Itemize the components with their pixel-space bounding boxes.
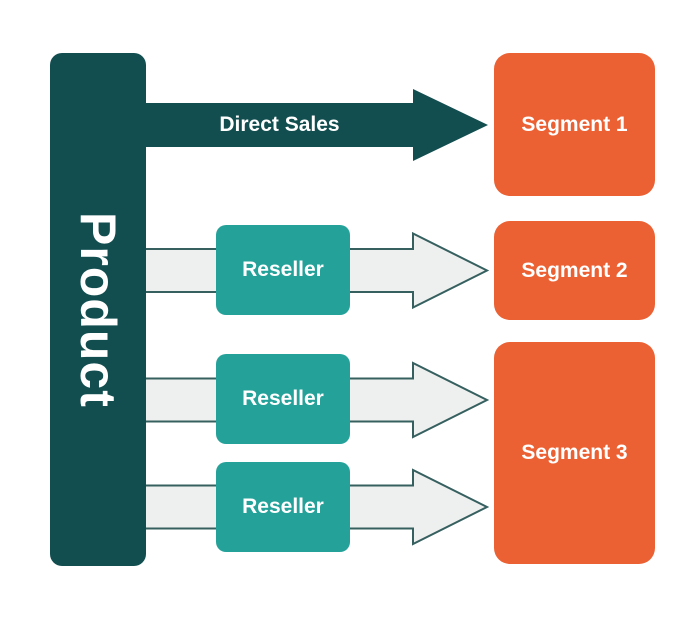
reseller-node-3: Reseller — [216, 462, 350, 552]
product-node: Product — [50, 53, 146, 566]
segment-label-2: Segment 2 — [521, 258, 628, 282]
segment-node-3: Segment 3 — [494, 342, 655, 564]
segment-label-3: Segment 3 — [521, 441, 628, 464]
reseller-node-1: Reseller — [216, 225, 350, 315]
reseller-label-1: Reseller — [242, 258, 324, 281]
segment-node-1: Segment 1 — [494, 53, 655, 196]
reseller-label-2: Reseller — [242, 387, 324, 410]
product-label: Product — [70, 211, 126, 408]
direct-sales-arrow — [100, 89, 488, 161]
reseller-label-3: Reseller — [242, 495, 324, 518]
segment-label-1: Segment 1 — [521, 112, 628, 136]
reseller-node-2: Reseller — [216, 354, 350, 444]
direct-sales-label: Direct Sales — [219, 113, 340, 136]
segment-node-2: Segment 2 — [494, 221, 655, 320]
